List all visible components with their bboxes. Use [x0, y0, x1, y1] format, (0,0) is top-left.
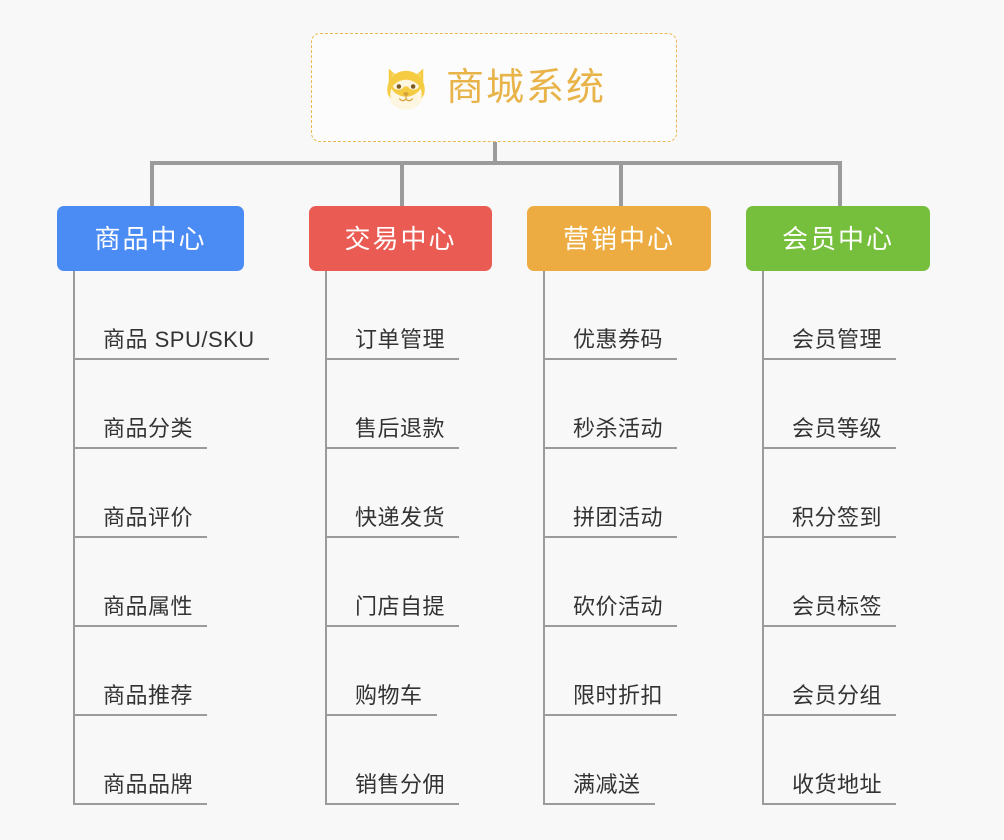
category-label-4: 会员中心: [781, 223, 894, 254]
leaf-item[interactable]: 秒杀活动: [543, 360, 678, 449]
root-stem-connector: [493, 142, 497, 163]
branch-spine-1: [73, 271, 75, 805]
leaf-label: 限时折扣: [573, 682, 664, 708]
leaf-label: 商品分类: [103, 415, 194, 441]
leaf-label: 门店自提: [355, 593, 446, 619]
category-box-3[interactable]: 营销中心: [527, 206, 711, 271]
leaf-label: 商品品牌: [103, 771, 194, 797]
leaf-item[interactable]: 收货地址: [762, 716, 897, 805]
branch-spine-2: [325, 271, 327, 805]
leaf-label: 收货地址: [792, 771, 883, 797]
leaf-item[interactable]: 销售分佣: [325, 716, 460, 805]
leaf-item[interactable]: 购物车: [325, 627, 437, 716]
leaf-item[interactable]: 满减送: [543, 716, 655, 805]
leaf-label: 商品属性: [103, 593, 194, 619]
leaf-label: 购物车: [355, 682, 423, 708]
leaf-item[interactable]: 会员标签: [762, 538, 897, 627]
leaf-label: 快递发货: [355, 504, 446, 530]
leaf-item[interactable]: 砍价活动: [543, 538, 678, 627]
leaf-item[interactable]: 优惠券码: [543, 271, 678, 360]
branch-spine-3: [543, 271, 545, 805]
drop-connector-4: [838, 161, 842, 208]
leaf-label: 商品推荐: [103, 682, 194, 708]
leaf-label: 会员标签: [792, 593, 883, 619]
category-label-1: 商品中心: [94, 223, 207, 254]
leaf-label: 砍价活动: [573, 593, 664, 619]
leaf-item[interactable]: 商品推荐: [73, 627, 208, 716]
drop-connector-3: [619, 161, 623, 208]
leaf-item[interactable]: 门店自提: [325, 538, 460, 627]
branch-spine-4: [762, 271, 764, 805]
leaf-item[interactable]: 商品 SPU/SKU: [73, 271, 269, 360]
drop-connector-1: [150, 161, 154, 208]
leaf-label: 售后退款: [355, 415, 446, 441]
category-label-3: 营销中心: [562, 223, 675, 254]
leaf-item[interactable]: 会员等级: [762, 360, 897, 449]
leaf-label: 销售分佣: [355, 771, 446, 797]
leaf-item[interactable]: 订单管理: [325, 271, 460, 360]
leaf-label: 满减送: [573, 771, 641, 797]
leaf-item[interactable]: 会员分组: [762, 627, 897, 716]
leaf-label: 优惠券码: [573, 326, 664, 352]
category-label-2: 交易中心: [344, 223, 457, 254]
leaf-item[interactable]: 积分签到: [762, 449, 897, 538]
drop-connector-2: [400, 161, 404, 208]
root-title: 商城系统: [445, 66, 606, 109]
horizontal-bus-connector: [150, 161, 842, 165]
leaf-label: 拼团活动: [573, 504, 664, 530]
leaf-item[interactable]: 商品属性: [73, 538, 208, 627]
leaf-label: 会员分组: [792, 682, 883, 708]
leaf-item[interactable]: 商品品牌: [73, 716, 208, 805]
shiba-dog-face-icon: [387, 68, 425, 110]
leaf-item[interactable]: 售后退款: [325, 360, 460, 449]
category-box-4[interactable]: 会员中心: [746, 206, 930, 271]
category-box-1[interactable]: 商品中心: [57, 206, 244, 271]
leaf-label: 积分签到: [792, 504, 883, 530]
category-box-2[interactable]: 交易中心: [309, 206, 492, 271]
leaf-item[interactable]: 会员管理: [762, 271, 897, 360]
leaf-label: 商品评价: [103, 504, 194, 530]
leaf-item[interactable]: 快递发货: [325, 449, 460, 538]
leaf-item[interactable]: 限时折扣: [543, 627, 678, 716]
leaf-item[interactable]: 拼团活动: [543, 449, 678, 538]
root-node[interactable]: 商城系统: [311, 33, 677, 142]
leaf-label: 会员管理: [792, 326, 883, 352]
leaf-label: 商品 SPU/SKU: [103, 326, 255, 352]
leaf-label: 秒杀活动: [573, 415, 664, 441]
leaf-label: 会员等级: [792, 415, 883, 441]
leaf-label: 订单管理: [355, 326, 446, 352]
leaf-item[interactable]: 商品分类: [73, 360, 208, 449]
leaf-item[interactable]: 商品评价: [73, 449, 208, 538]
